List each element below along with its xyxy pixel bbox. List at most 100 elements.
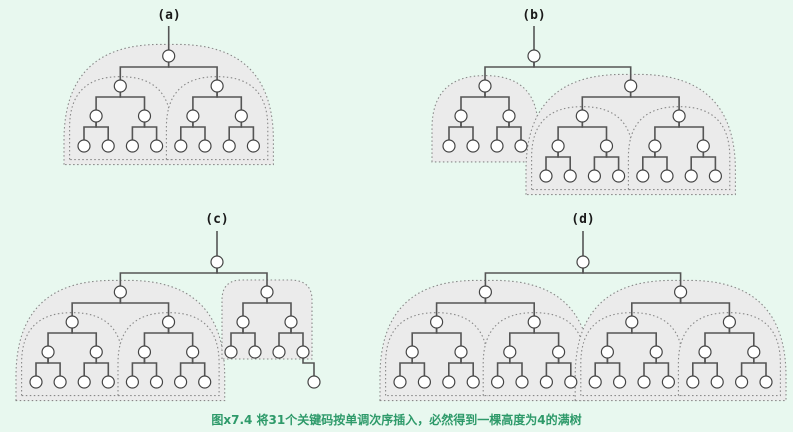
tree-node [490, 139, 504, 153]
panel-a-label: (a) [157, 8, 180, 23]
tree-node [186, 109, 200, 123]
tree-node [551, 345, 566, 359]
tree-node [454, 109, 468, 123]
tree-node [150, 139, 164, 153]
tree-node [41, 345, 55, 359]
tree-node [234, 109, 248, 123]
panel-c-label: (c) [205, 212, 228, 227]
tree-node [722, 315, 737, 329]
panel-a-tree: (a) [63, 8, 274, 166]
tree-node [430, 315, 444, 329]
tree-node [478, 79, 492, 93]
tree-node [648, 139, 662, 153]
tree-node [137, 345, 152, 359]
tree-node [503, 345, 517, 359]
tree-node [89, 345, 103, 359]
panel-b-label: (b) [522, 8, 545, 23]
tree-node [222, 139, 236, 153]
subtree-region [482, 312, 586, 397]
tree-node [502, 109, 516, 123]
tree-node [101, 139, 115, 153]
tree-node [236, 315, 250, 329]
tree-node [417, 375, 431, 389]
tree-node [246, 139, 260, 153]
tree-node [527, 315, 541, 329]
tree-node [587, 169, 602, 183]
tree-node [600, 345, 615, 359]
tree-node [539, 375, 554, 389]
tree-node [260, 285, 274, 299]
tree-node [125, 375, 139, 389]
tree-node [698, 345, 712, 359]
tree-node [77, 375, 91, 389]
tree-node [636, 169, 650, 183]
tree-node [454, 345, 468, 359]
tree-node [113, 79, 127, 93]
tree-node [466, 139, 480, 153]
subtree-region [580, 312, 684, 397]
tree-node [466, 375, 480, 389]
subtree-region [385, 312, 489, 397]
tree-node [661, 375, 676, 389]
tree-node [624, 79, 638, 93]
panel-d-label: (d) [571, 212, 594, 227]
subtree-region [677, 312, 781, 397]
tree-node [198, 375, 212, 389]
subtree-region [221, 279, 313, 360]
tree-node [515, 375, 529, 389]
tree-node [162, 49, 176, 63]
tree-node [53, 375, 67, 389]
tree-node [514, 139, 528, 153]
tree-node [649, 345, 663, 359]
tree-node [747, 345, 761, 359]
tree-node [710, 375, 724, 389]
panel-c-tree: (c) [15, 212, 321, 402]
tree-node [527, 49, 541, 63]
tree-node [575, 109, 589, 123]
tree-node [161, 315, 176, 329]
tree-node [174, 375, 188, 389]
tree-node [708, 169, 723, 183]
tree-node [551, 139, 565, 153]
subtree-region [117, 312, 220, 397]
tree-node [198, 139, 212, 153]
tree-node [296, 345, 310, 359]
tree-node [599, 139, 614, 153]
tree-node [284, 315, 298, 329]
tree-node [491, 375, 505, 389]
tree-node [442, 139, 456, 153]
tree-node [611, 169, 626, 183]
subtree-region [431, 75, 539, 163]
tree-node [29, 375, 43, 389]
panel-b-tree: (b) [431, 8, 736, 196]
tree-node [210, 255, 224, 269]
tree-node [478, 285, 492, 299]
tree-node [660, 169, 674, 183]
tree-node [224, 345, 238, 359]
tree-node [125, 139, 139, 153]
figure-caption: 图x7.4 将31个关键码按单调次序插入，必然得到一棵高度为4的满树 [211, 413, 582, 427]
tree-node [442, 375, 456, 389]
subtree-region [69, 76, 172, 161]
tree-node [393, 375, 407, 389]
tree-node [734, 375, 749, 389]
tree-node [576, 255, 590, 269]
tree-node [307, 375, 321, 389]
panel-d-tree: (d) [379, 212, 787, 402]
tree-node [248, 345, 262, 359]
tree-node [272, 345, 286, 359]
tree-node [696, 139, 710, 153]
tree-node [65, 315, 79, 329]
tree-node [563, 169, 577, 183]
tree-node [686, 375, 700, 389]
tree-node [564, 375, 578, 389]
tree-node [174, 139, 188, 153]
tree-node [588, 375, 602, 389]
tree-node [113, 285, 127, 299]
tree-node [539, 169, 553, 183]
subtree-region [21, 312, 124, 397]
tree-node [89, 109, 103, 123]
tree-node [101, 375, 115, 389]
tree-node [210, 79, 224, 93]
